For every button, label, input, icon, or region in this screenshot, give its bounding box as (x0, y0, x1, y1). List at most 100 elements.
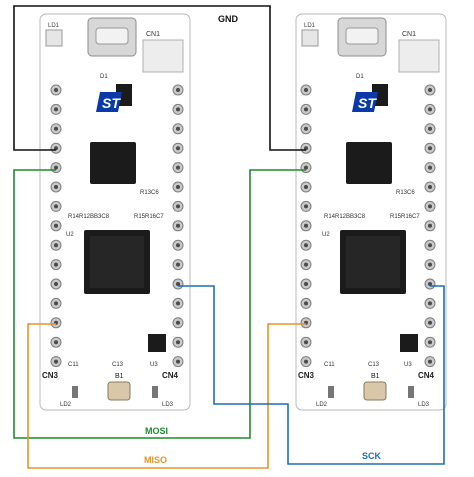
board-right-label-d1: D1 (356, 74, 364, 80)
board-right-label-ld1: LD1 (304, 23, 316, 29)
board-left-reset-button (107, 381, 131, 401)
board-left: LD1 CN1 D1 ST R13C6 R14R12BB3C8 R15R16C7… (39, 13, 191, 411)
header-pin-hole (176, 204, 180, 209)
board-right-label-cn1: CN1 (402, 31, 416, 38)
board-right-label-ld3: LD3 (418, 402, 430, 408)
board-left-chip-small (90, 142, 136, 184)
header-pin-hole (428, 262, 432, 267)
board-right-label-r13: R13C6 (396, 190, 415, 196)
header-pin-hole (304, 223, 308, 228)
board-left-label-d1: D1 (100, 74, 108, 80)
board-left-st-logo: ST (96, 92, 122, 112)
header-pin-hole (176, 243, 180, 248)
header-pin-hole (176, 320, 180, 325)
header-pin-hole (176, 88, 180, 92)
board-left-pins-right (172, 84, 184, 368)
header-pin-hole (304, 107, 308, 112)
board-right-pcb (295, 13, 447, 411)
header-pin-hole (176, 146, 180, 151)
header-pin-hole (428, 185, 432, 189)
board-left-label-b1: B1 (115, 373, 124, 380)
board-right-pins-right (424, 84, 436, 368)
header-pin-hole (176, 165, 180, 170)
header-pin-hole (304, 301, 308, 306)
board-right-label-c11: C11 (324, 362, 335, 368)
header-pin-hole (54, 126, 58, 131)
header-pin-hole (428, 146, 432, 151)
miso-wire (27, 323, 306, 469)
header-pin-hole (54, 282, 58, 286)
header-pin-hole (304, 88, 308, 92)
board-left-label-ld1: LD1 (48, 23, 60, 29)
header-pin-hole (54, 243, 58, 248)
header-pin-hole (304, 340, 308, 345)
header-pin-hole (176, 282, 180, 286)
board-right-pins-left (300, 84, 312, 368)
svg-text:ST: ST (102, 95, 121, 111)
board-left-label-c13: C13 (112, 362, 124, 368)
board-left-label-cn3: CN3 (42, 371, 59, 380)
header-pin-hole (304, 359, 308, 364)
header-pin-hole (176, 126, 180, 131)
board-right-label-cn4: CN4 (418, 371, 435, 380)
board-left-pcb (39, 13, 191, 411)
header-pin-hole (54, 359, 58, 364)
board-right-reset-button (363, 381, 387, 401)
header-pin-hole (54, 107, 58, 112)
board-left-label-r13: R13C6 (140, 190, 159, 196)
header-pin-hole (54, 185, 58, 189)
header-pin-hole (428, 340, 432, 345)
header-pin-hole (428, 204, 432, 209)
header-pin-hole (428, 107, 432, 112)
board-right-label-cn3: CN3 (298, 371, 315, 380)
header-pin-hole (428, 243, 432, 248)
header-pin-hole (176, 262, 180, 267)
header-pin-hole (428, 320, 432, 325)
header-pin-hole (304, 243, 308, 248)
header-pin-hole (428, 126, 432, 131)
board-right-label-u2: U2 (322, 232, 330, 238)
board-left-label-cn4: CN4 (162, 371, 179, 380)
header-pin-hole (176, 359, 180, 364)
sck-wire-label: SCK (362, 451, 382, 461)
header-pin-hole (54, 88, 58, 92)
header-pin-hole (54, 340, 58, 345)
header-pin-hole (304, 165, 308, 170)
board-right-chip-small (346, 142, 392, 184)
board-right: LD1 CN1 D1 ST R13C6 R14R12BB3C8 R15R16C7… (295, 13, 447, 411)
board-left-label-ld3: LD3 (162, 402, 174, 408)
board-right-label-sb-row: R14R12BB3C8 (324, 214, 366, 220)
board-right-st-logo: ST (352, 92, 378, 112)
gnd-wire-label: GND (218, 14, 239, 24)
board-right-chip-u3 (400, 334, 418, 352)
svg-text:ST: ST (358, 95, 377, 111)
header-pin-hole (304, 185, 308, 189)
sck-wire (178, 285, 445, 465)
header-pin-hole (176, 340, 180, 345)
mosi-wire (13, 169, 306, 439)
header-pin-hole (428, 88, 432, 92)
board-right-label-c13: C13 (368, 362, 380, 368)
header-pin-hole (176, 185, 180, 189)
header-pin-hole (304, 262, 308, 267)
board-left-label-cn1: CN1 (146, 31, 160, 38)
board-left-chip-u3 (148, 334, 166, 352)
header-pin-hole (54, 262, 58, 267)
header-pin-hole (176, 223, 180, 228)
header-pin-hole (304, 126, 308, 131)
header-pin-hole (304, 282, 308, 286)
board-left-label-ld2: LD2 (60, 402, 72, 408)
board-left-label-r-row: R15R16C7 (134, 214, 164, 220)
gnd-wire (13, 5, 306, 151)
board-right-label-r-row: R15R16C7 (390, 214, 420, 220)
board-right-label-b1: B1 (371, 373, 380, 380)
board-left-pins-left (50, 84, 62, 368)
header-pin-hole (304, 204, 308, 209)
header-pin-hole (176, 301, 180, 306)
board-left-label-u2: U2 (66, 232, 74, 238)
header-pin-hole (428, 282, 432, 286)
header-pin-hole (428, 359, 432, 364)
header-pin-hole (428, 165, 432, 170)
board-left-label-c11: C11 (68, 362, 79, 368)
header-pin-hole (54, 165, 58, 170)
